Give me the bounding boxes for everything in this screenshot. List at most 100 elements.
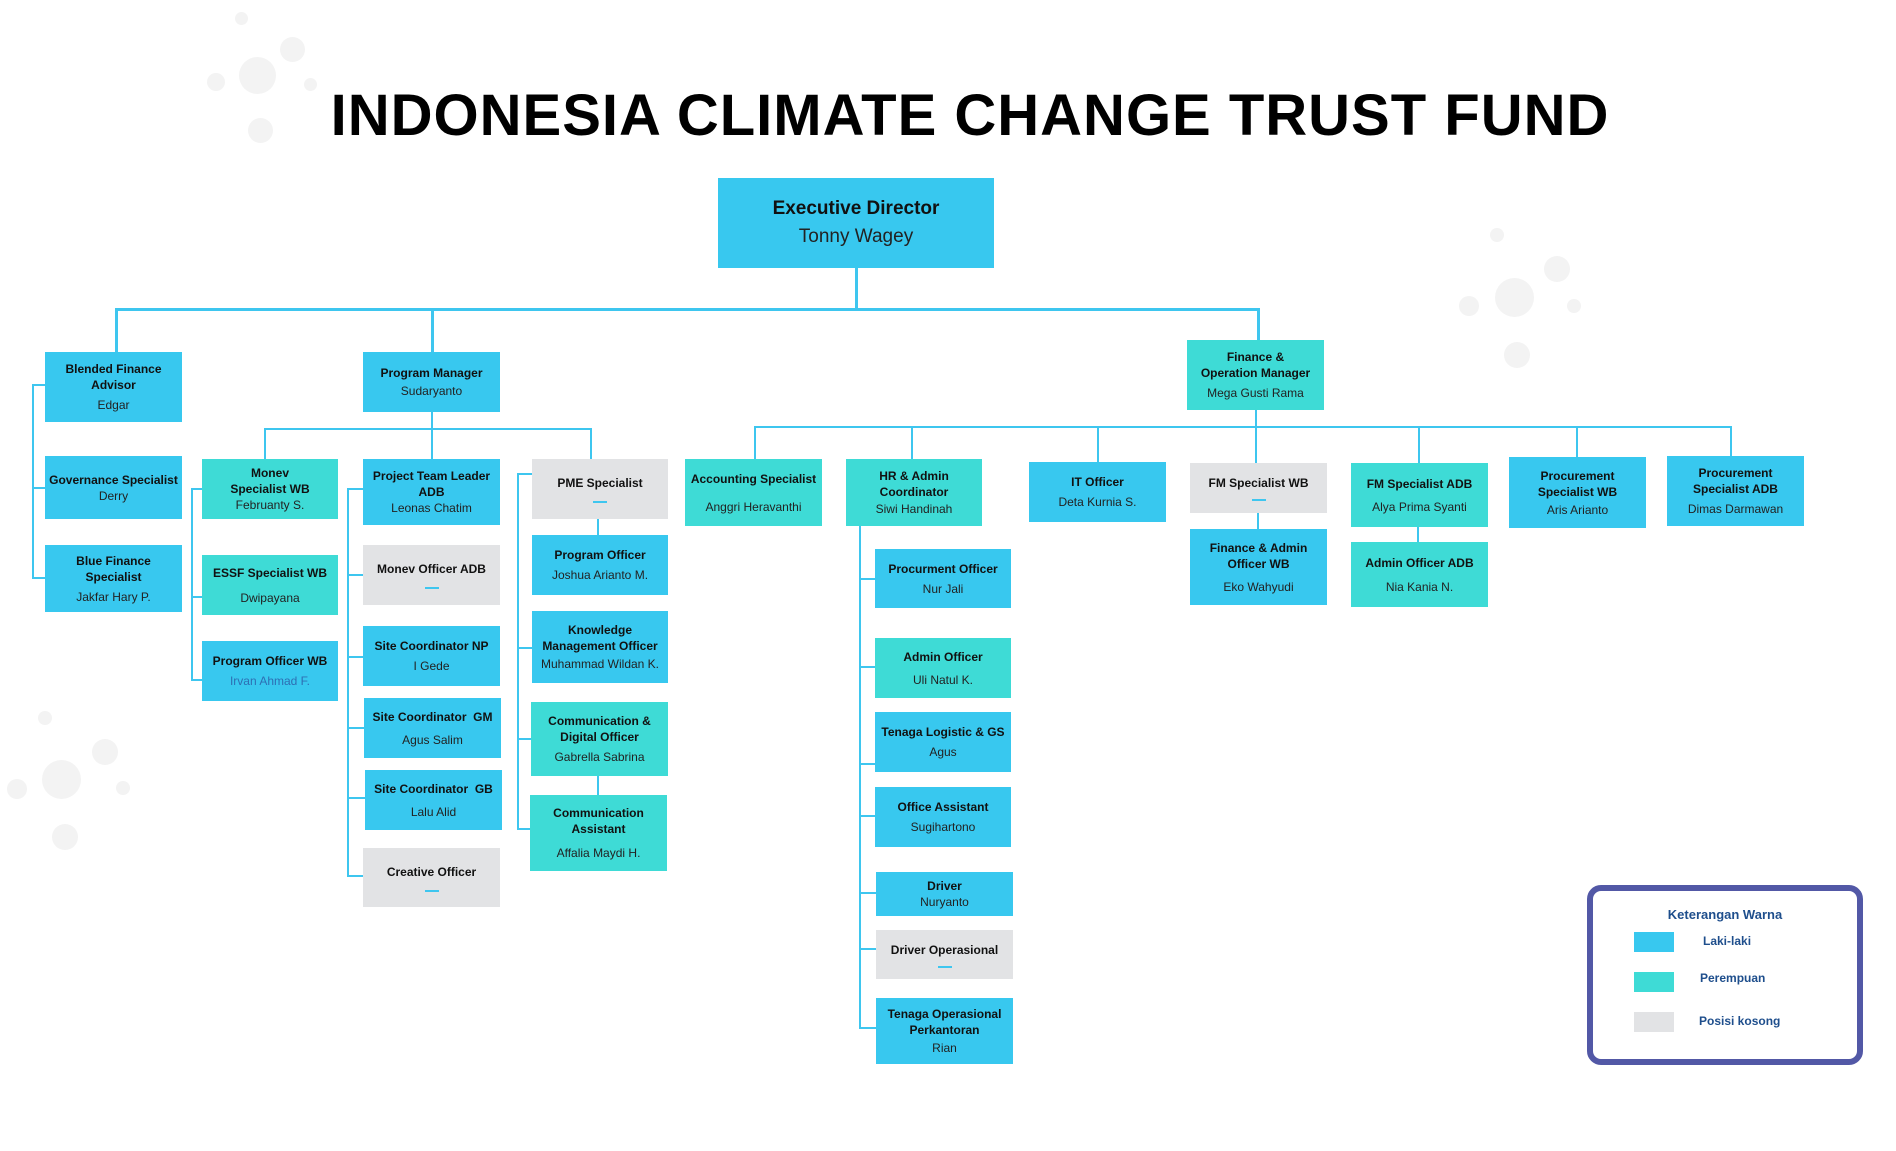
person-name: Agus Salim [402, 732, 463, 747]
org-box-program-manager[interactable]: Program Manager Sudaryanto [363, 352, 500, 412]
org-box-monev-specialist-wb[interactable]: Monev Specialist WB Februanty S. [202, 459, 338, 519]
org-box-monev-officer-adb[interactable]: Monev Officer ADB [363, 545, 500, 605]
org-box-tenaga-operasional-perkantoran[interactable]: Tenaga Operasional Perkantoran Rian [876, 998, 1013, 1064]
person-name: Derry [98, 488, 129, 503]
org-box-site-coordinator-gb[interactable]: Site Coordinator GB Lalu Alid [365, 770, 502, 830]
person-name: Irvan Ahmad F. [229, 674, 311, 688]
role-title: Site Coordinator GM [372, 709, 493, 724]
vacant-dash [424, 889, 439, 892]
person-name: Anggri Heravanthi [705, 499, 802, 514]
org-box-accounting-specialist[interactable]: Accounting Specialist Anggri Heravanthi [685, 459, 822, 526]
org-box-driver-operasional[interactable]: Driver Operasional [876, 930, 1013, 979]
person-name: Mega Gusti Rama [1207, 386, 1304, 400]
person-name: Dwipayana [240, 590, 300, 605]
person-name: Agus [929, 745, 957, 759]
person-name: Sudaryanto [400, 384, 463, 398]
org-box-program-officer-wb[interactable]: Program Officer WB Irvan Ahmad F. [202, 641, 338, 701]
person-name: Siwi Handinah [875, 502, 953, 516]
org-box-procurement-specialist-wb[interactable]: Procurement Specialist WB Aris Arianto [1509, 457, 1646, 528]
org-box-knowledge-management-officer[interactable]: Knowledge Management Officer Muhammad Wi… [532, 611, 668, 683]
vacant-dash [937, 965, 952, 968]
legend-swatch-vacant [1634, 1012, 1674, 1032]
org-box-driver[interactable]: Driver Nuryanto [876, 872, 1013, 916]
role-title: FM Specialist ADB [1366, 476, 1473, 491]
role-title: Procurment Officer [888, 561, 998, 576]
person-name: Alya Prima Syanti [1372, 499, 1467, 514]
org-box-site-coordinator-gm[interactable]: Site Coordinator GM Agus Salim [364, 698, 501, 758]
vacant-dash [593, 501, 607, 503]
role-title: IT Officer [1071, 475, 1124, 489]
role-title: Accounting Specialist [690, 471, 817, 486]
role-title: Blue Finance Specialist [76, 553, 151, 584]
org-box-fm-specialist-wb[interactable]: FM Specialist WB [1190, 463, 1327, 513]
role-title: Tenaga Logistic & GS [881, 725, 1005, 739]
role-title: Monev Officer ADB [377, 562, 486, 576]
role-title: Finance & Operation Manager [1200, 350, 1311, 380]
legend-label-female: Perempuan [1700, 971, 1766, 985]
person-name: Joshua Arianto M. [551, 568, 649, 582]
org-box-creative-officer[interactable]: Creative Officer [363, 848, 500, 907]
role-title: Procurement Specialist WB [1537, 468, 1618, 499]
org-box-executive-director[interactable]: Executive Director Tonny Wagey [718, 178, 994, 268]
person-name: I Gede [413, 659, 450, 673]
person-name: Jakfar Hary P. [76, 589, 151, 604]
role-title: FM Specialist WB [1208, 476, 1309, 490]
org-box-communication-assistant[interactable]: Communication Assistant Affalia Maydi H. [530, 795, 667, 871]
role-title: Governance Specialist [49, 472, 178, 487]
person-name: Lalu Alid [410, 804, 457, 819]
role-title: Monev Specialist WB [230, 466, 310, 496]
person-name: Dimas Darmawan [1687, 502, 1784, 516]
org-box-blue-finance-specialist[interactable]: Blue Finance Specialist Jakfar Hary P. [45, 545, 182, 612]
org-box-program-officer[interactable]: Program Officer Joshua Arianto M. [532, 535, 668, 595]
org-box-essf-specialist-wb[interactable]: ESSF Specialist WB Dwipayana [202, 555, 338, 615]
person-name: Muhammad Wildan K. [540, 657, 660, 671]
org-box-tenaga-logistic-gs[interactable]: Tenaga Logistic & GS Agus [875, 712, 1011, 772]
org-box-fm-specialist-adb[interactable]: FM Specialist ADB Alya Prima Syanti [1351, 463, 1488, 527]
org-box-blended-finance-advisor[interactable]: Blended Finance Advisor Edgar [45, 352, 182, 422]
person-name: Deta Kurnia S. [1058, 495, 1137, 509]
person-name: Nur Jali [922, 581, 964, 596]
org-box-hr-admin-coordinator[interactable]: HR & Admin Coordinator Siwi Handinah [846, 459, 982, 526]
role-title: Office Assistant [897, 800, 989, 814]
org-box-communication-digital-officer[interactable]: Communication & Digital Officer Gabrella… [531, 702, 668, 776]
legend-swatch-male [1634, 932, 1674, 952]
person-name: Rian [932, 1041, 957, 1055]
person-name: Gabrella Sabrina [554, 750, 645, 764]
org-box-finance-admin-officer-wb[interactable]: Finance & Admin Officer WB Eko Wahyudi [1190, 529, 1327, 605]
legend-label-vacant: Posisi kosong [1699, 1014, 1781, 1028]
role-title: Executive Director [772, 198, 940, 219]
role-title: ESSF Specialist WB [212, 565, 328, 580]
role-title: Admin Officer [903, 649, 983, 664]
org-box-project-team-leader-adb[interactable]: Project Team Leader ADB Leonas Chatim [363, 459, 500, 525]
role-title: Procurement Specialist ADB [1693, 466, 1778, 496]
person-name: Sugihartono [910, 820, 976, 834]
org-box-site-coordinator-np[interactable]: Site Coordinator NP I Gede [363, 626, 500, 686]
org-box-procurement-specialist-adb[interactable]: Procurement Specialist ADB Dimas Darmawa… [1667, 456, 1804, 526]
role-title: Knowledge Management Officer [542, 623, 658, 653]
person-name: Aris Arianto [1546, 502, 1609, 517]
org-box-pme-specialist[interactable]: PME Specialist [532, 459, 668, 519]
person-name: Leonas Chatim [391, 501, 472, 515]
legend-swatch-female [1634, 972, 1674, 992]
org-box-admin-officer-adb[interactable]: Admin Officer ADB Nia Kania N. [1351, 542, 1488, 607]
role-title: Program Manager [380, 366, 483, 380]
role-title: Blended Finance Advisor [65, 362, 162, 392]
role-title: Program Officer [554, 548, 646, 562]
org-box-finance-operation-manager[interactable]: Finance & Operation Manager Mega Gusti R… [1187, 340, 1324, 410]
org-box-admin-officer[interactable]: Admin Officer Uli Natul K. [875, 638, 1011, 698]
org-box-governance-specialist[interactable]: Governance Specialist Derry [45, 456, 182, 519]
page-title: INDONESIA CLIMATE CHANGE TRUST FUND [330, 83, 1610, 148]
role-title: Driver [927, 879, 962, 893]
person-name: Februanty S. [235, 498, 305, 512]
person-name: Nuryanto [920, 895, 969, 909]
role-title: Project Team Leader ADB [372, 469, 491, 499]
role-title: HR & Admin Coordinator [879, 469, 949, 499]
person-name: Uli Natul K. [912, 672, 974, 687]
org-box-it-officer[interactable]: IT Officer Deta Kurnia S. [1029, 462, 1166, 522]
person-name: Nia Kania N. [1385, 579, 1454, 594]
person-name: Eko Wahyudi [1223, 579, 1294, 594]
color-legend: Keterangan Warna Laki-laki Perempuan Pos… [1587, 885, 1863, 1065]
org-box-procurment-officer[interactable]: Procurment Officer Nur Jali [875, 549, 1011, 608]
role-title: Site Coordinator NP [374, 639, 489, 653]
org-box-office-assistant[interactable]: Office Assistant Sugihartono [875, 787, 1011, 847]
